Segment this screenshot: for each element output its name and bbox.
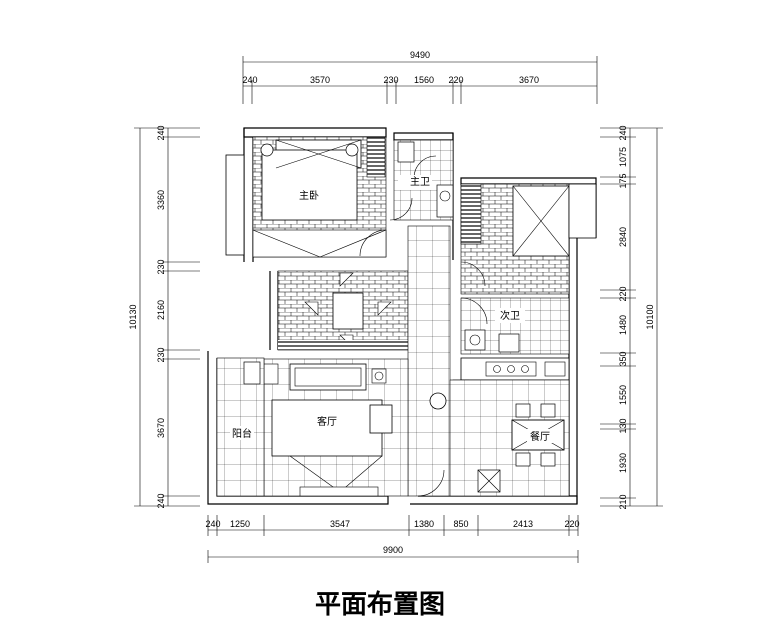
room-label-dining-room: 餐厅 (530, 430, 550, 443)
dim-bottom-seg-2: 1250 (230, 519, 250, 529)
dim-top-seg-2: 3570 (310, 75, 330, 85)
second-bedroom (460, 183, 597, 295)
right-dimensions: 10100 240 1075 175 2840 220 1480 350 155… (600, 125, 663, 510)
left-dimensions: 10130 240 3360 230 2160 230 3670 240 (128, 125, 200, 509)
dim-left-seg-3: 230 (156, 259, 166, 274)
dim-bottom-seg-4: 1380 (414, 519, 434, 529)
master-bath: 主卫 (389, 139, 454, 221)
drawing-title: 平面布置图 (315, 590, 445, 620)
living-room: 客厅 (263, 358, 445, 497)
dim-right-seg-7: 350 (618, 351, 628, 366)
bottom-dimensions: 240 1250 3547 1380 850 2413 220 9900 (205, 515, 580, 563)
dim-bottom-total: 9900 (383, 545, 403, 555)
dim-bottom-seg-5: 850 (453, 519, 468, 529)
top-dimensions: 9490 240 3570 230 1560 220 3670 (242, 50, 598, 104)
room-label-master-bedroom: 主卧 (299, 189, 319, 202)
room-label-living-room: 客厅 (317, 415, 337, 428)
dim-top-seg-4: 1560 (414, 75, 434, 85)
balcony: 阳台 (216, 357, 265, 497)
dim-bottom-seg-6: 2413 (513, 519, 533, 529)
dim-right-seg-5: 220 (618, 286, 628, 301)
dim-bottom-seg-7: 220 (564, 519, 579, 529)
master-bedroom: 主卧 (225, 136, 387, 258)
dim-right-seg-9: 130 (618, 418, 628, 433)
dim-left-total: 10130 (128, 304, 138, 329)
dim-top-total: 9490 (410, 50, 430, 60)
dim-right-seg-2: 1075 (618, 147, 628, 167)
dim-top-seg-3: 230 (383, 75, 398, 85)
dim-right-seg-10: 1930 (618, 453, 628, 473)
central-hall (277, 225, 451, 497)
dim-left-seg-4: 2160 (156, 300, 166, 320)
second-bath: 次卫 (460, 297, 570, 355)
dim-bottom-seg-1: 240 (205, 519, 220, 529)
room-label-balcony: 阳台 (232, 427, 252, 440)
dim-left-seg-2: 3360 (156, 190, 166, 210)
dim-left-seg-7: 240 (156, 493, 166, 508)
dim-right-seg-8: 1550 (618, 385, 628, 405)
dim-right-seg-3: 175 (618, 173, 628, 188)
dim-top-seg-5: 220 (448, 75, 463, 85)
dim-top-seg-1: 240 (242, 75, 257, 85)
dim-right-total: 10100 (645, 304, 655, 329)
dim-top-seg-6: 3670 (519, 75, 539, 85)
dim-left-seg-6: 3670 (156, 418, 166, 438)
dim-right-seg-11: 210 (618, 494, 628, 509)
dim-left-seg-1: 240 (156, 125, 166, 140)
dim-right-seg-6: 1480 (618, 315, 628, 335)
room-label-master-bath: 主卫 (410, 176, 430, 188)
dim-left-seg-5: 230 (156, 347, 166, 362)
dim-right-seg-4: 2840 (618, 227, 628, 247)
dim-right-seg-1: 240 (618, 125, 628, 140)
dining-room: 餐厅 (449, 379, 570, 497)
dim-bottom-seg-3: 3547 (330, 519, 350, 529)
room-label-second-bath: 次卫 (500, 309, 520, 322)
